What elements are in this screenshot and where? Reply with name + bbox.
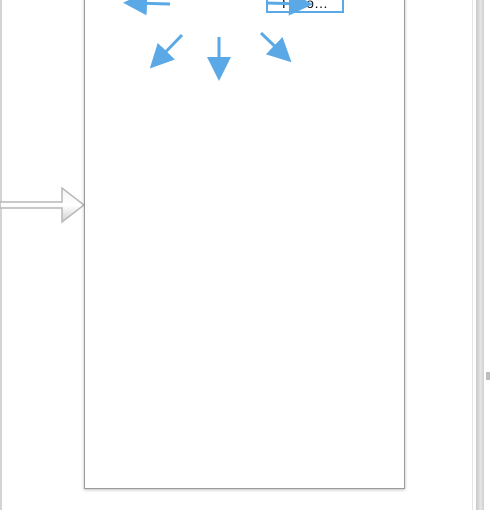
right-arrow-icon[interactable] xyxy=(265,0,313,16)
scrollbar-marker xyxy=(486,372,490,380)
left-panel-divider[interactable] xyxy=(0,0,2,510)
vertical-scrollbar-thumb[interactable] xyxy=(476,0,484,510)
layout-arrows-group xyxy=(123,0,313,81)
entry-point-arrow-icon[interactable] xyxy=(0,186,86,224)
left-arrow-icon[interactable] xyxy=(123,0,171,16)
down-right-arrow-icon[interactable] xyxy=(259,31,292,63)
down-left-arrow-icon[interactable] xyxy=(149,33,184,69)
view-controller-scene[interactable]: Hallo… xyxy=(84,0,405,489)
